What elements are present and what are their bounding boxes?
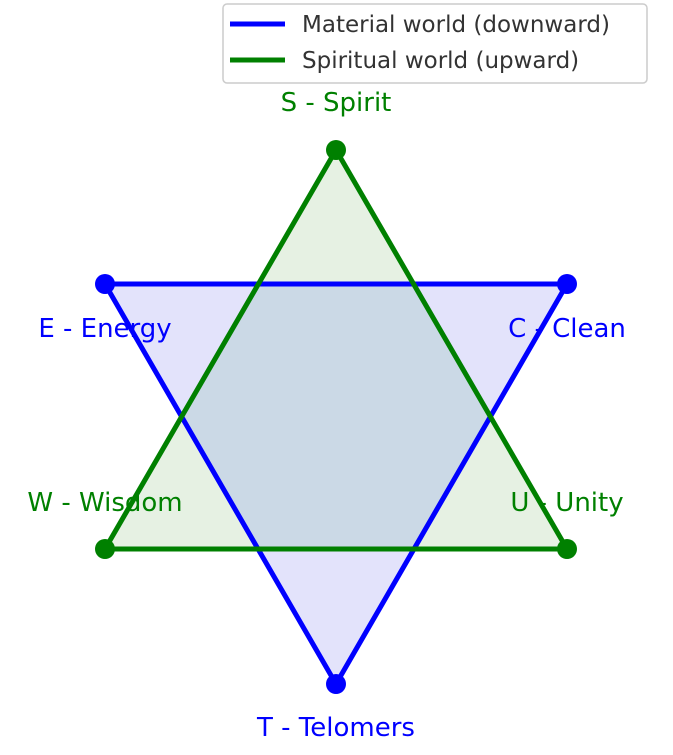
legend: Material world (downward) Spiritual worl…	[222, 3, 648, 84]
label-clean: C - Clean	[508, 314, 626, 344]
label-unity: U - Unity	[510, 488, 623, 518]
label-wisdom: W - Wisdom	[27, 488, 182, 518]
label-energy: E - Energy	[38, 314, 171, 344]
legend-box	[222, 3, 648, 84]
legend-label-spiritual: Spiritual world (upward)	[302, 48, 579, 74]
legend-label-material: Material world (downward)	[302, 12, 610, 38]
vertex-energy-marker	[95, 274, 115, 294]
vertex-unity-marker	[557, 539, 577, 559]
material-triangle-outline	[100, 281, 572, 689]
vertex-wisdom-marker	[95, 539, 115, 559]
overlap-fill	[105, 284, 567, 549]
vertex-spirit-marker	[326, 140, 346, 160]
vertex-telomers-marker	[326, 674, 346, 694]
spiritual-triangle-outline	[100, 145, 572, 552]
label-telomers: T - Telomers	[256, 713, 415, 743]
vertex-clean-marker	[557, 274, 577, 294]
label-spirit: S - Spirit	[281, 88, 392, 118]
